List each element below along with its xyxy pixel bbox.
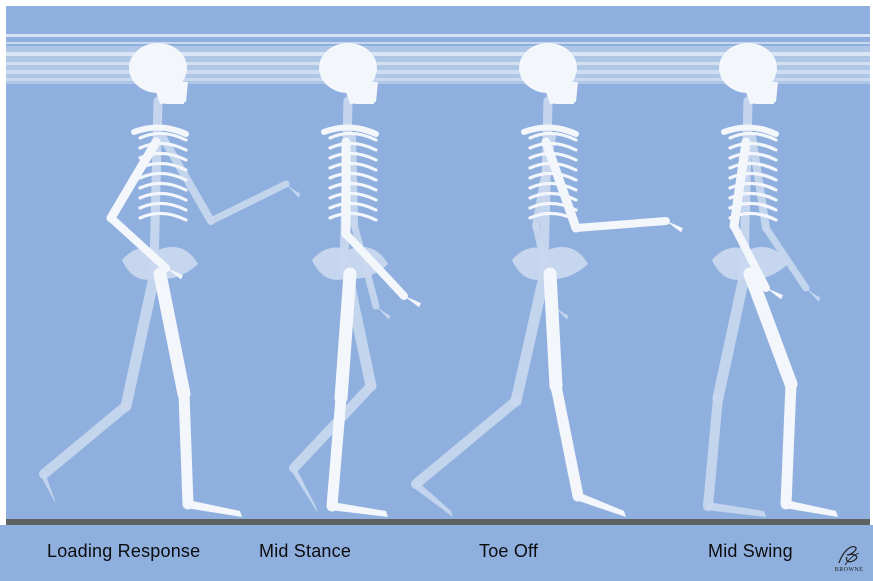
caption-toe-off: Toe Off [479, 541, 538, 562]
caption-loading-response: Loading Response [47, 541, 200, 562]
gait-scene [6, 6, 870, 521]
logo-word: BROWNE [831, 567, 867, 573]
browne-logo: BROWNE [831, 543, 867, 581]
caption-bar: Loading Response Mid Stance Toe Off Mid … [0, 525, 873, 581]
signature-mark-icon [831, 543, 867, 567]
caption-mid-swing: Mid Swing [708, 541, 793, 562]
caption-mid-stance: Mid Stance [259, 541, 351, 562]
